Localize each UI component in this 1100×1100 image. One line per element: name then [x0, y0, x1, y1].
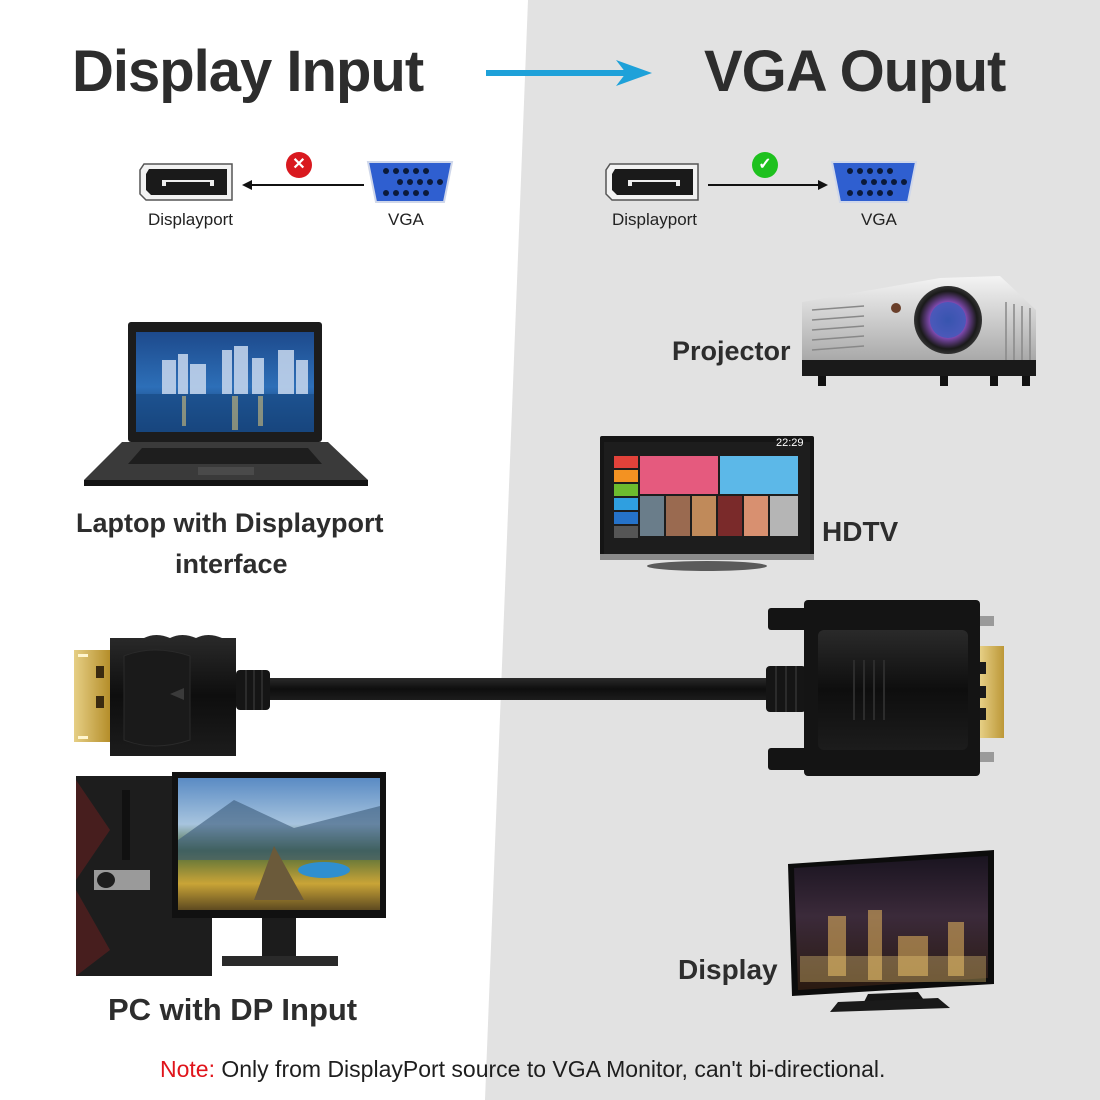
- displayport-label: Displayport: [148, 210, 234, 229]
- displayport-label: Displayport: [612, 210, 698, 229]
- tv-clock: 22:29: [776, 437, 804, 449]
- left-arrow-icon: [242, 180, 364, 190]
- projector-icon: [800, 272, 1040, 390]
- right-arrow-icon: [708, 180, 828, 190]
- hdtv-icon: 22:29: [600, 436, 814, 572]
- flow-vga-to-dp-unsupported: ✕ Displayport VGA: [130, 150, 460, 240]
- flow-dp-to-vga-supported: ✓ Displayport VGA: [596, 150, 926, 240]
- displayport-connector-icon: [602, 162, 699, 201]
- note-prefix: Note:: [160, 1056, 215, 1082]
- display-input-title: Display Input: [72, 39, 424, 104]
- monitor-icon: [788, 846, 998, 1012]
- desktop-pc-icon: [74, 770, 388, 980]
- laptop-label-line1: Laptop with Displayport: [76, 508, 384, 538]
- vga-label: VGA: [388, 210, 424, 229]
- hdtv-label: HDTV: [822, 516, 899, 547]
- vga-output-title: VGA Ouput: [704, 39, 1006, 104]
- check-icon: ✓: [752, 152, 778, 178]
- laptop-icon: [82, 320, 370, 488]
- vga-label: VGA: [861, 210, 897, 229]
- laptop-label-line2: interface: [175, 549, 288, 579]
- vga-connector-icon: [828, 158, 918, 203]
- cross-icon: ✕: [286, 152, 312, 178]
- projector-label: Projector: [672, 336, 791, 366]
- note-body: Only from DisplayPort source to VGA Moni…: [214, 1056, 886, 1082]
- vga-connector-icon: [364, 158, 454, 203]
- direction-arrow-icon: [486, 60, 652, 86]
- dp-to-vga-cable-icon: [74, 600, 1004, 780]
- note-text: Note: Only from DisplayPort source to VG…: [160, 1056, 885, 1083]
- display-label: Display: [678, 954, 778, 985]
- displayport-connector-icon: [136, 162, 233, 201]
- pc-label: PC with DP Input: [108, 992, 358, 1027]
